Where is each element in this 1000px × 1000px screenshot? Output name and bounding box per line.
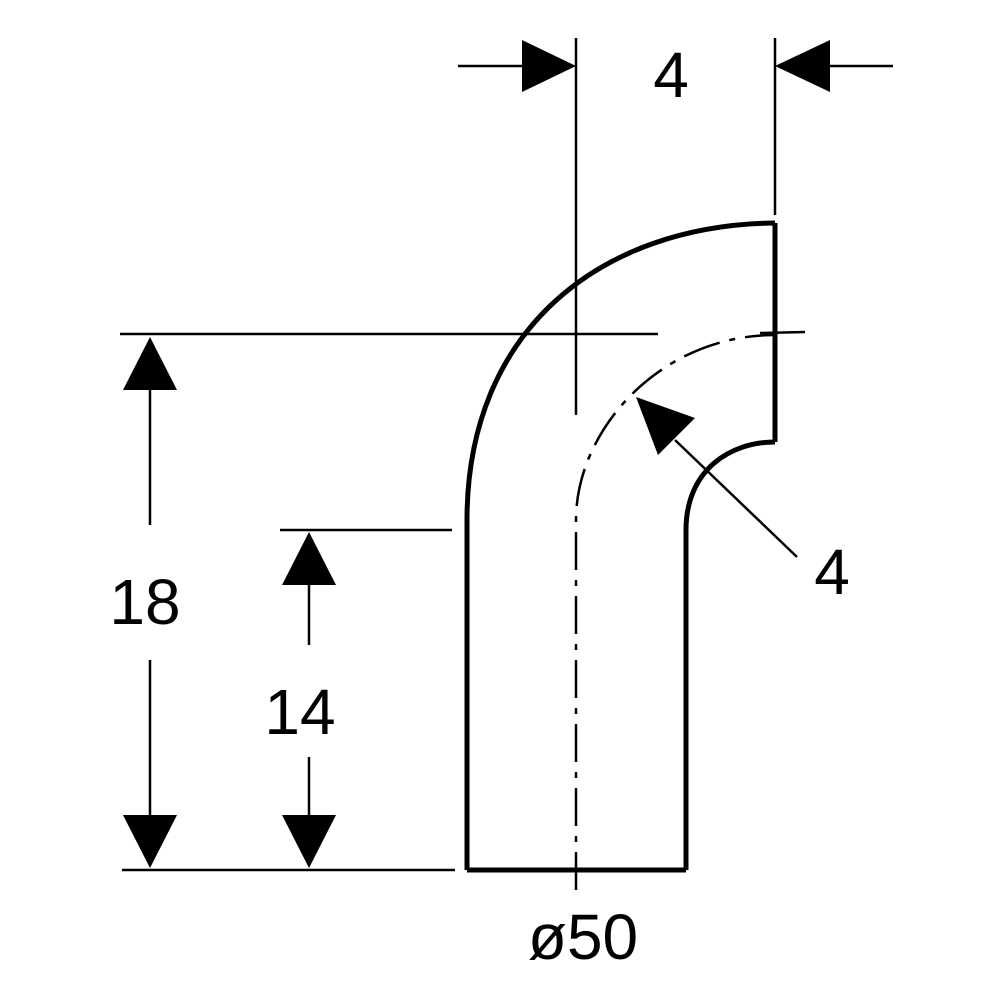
arrow-bend xyxy=(636,397,695,455)
center-line-path xyxy=(574,333,776,890)
pipe-outer-wall xyxy=(464,220,776,870)
dim-bend-offset-label: 4 xyxy=(814,536,850,608)
arrow-top-left xyxy=(522,40,576,92)
dimension-lines xyxy=(148,64,893,815)
extension-lines xyxy=(120,38,777,872)
pipe-bend-outline xyxy=(464,220,778,873)
dim-pipe-diameter-label: ø50 xyxy=(528,901,638,973)
center-line xyxy=(574,330,806,890)
dim-overall-height-label: 18 xyxy=(109,566,180,638)
arrow-14-down xyxy=(282,815,336,868)
center-line-end-tick xyxy=(759,330,806,335)
pipe-inner-wall xyxy=(683,439,776,870)
dimension-texts: 4 18 14 4 ø50 xyxy=(109,39,849,973)
arrow-14-up xyxy=(282,532,336,585)
arrow-top-right xyxy=(775,40,830,92)
dim-top-offset-label: 4 xyxy=(653,39,689,111)
arrowheads xyxy=(123,40,830,868)
dim-bend-leader xyxy=(674,439,798,558)
dim-straight-height-label: 14 xyxy=(264,676,335,748)
arrow-18-up xyxy=(123,337,177,390)
arrow-18-down xyxy=(123,815,177,868)
